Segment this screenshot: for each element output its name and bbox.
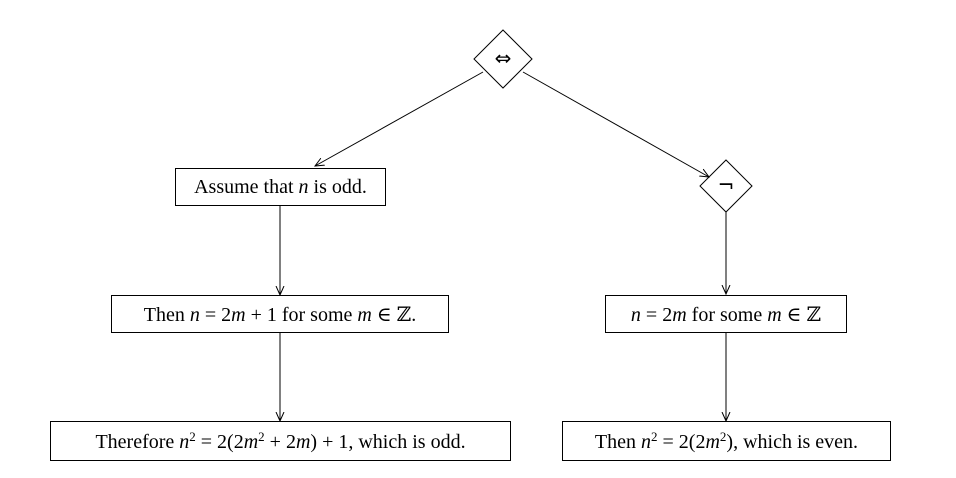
- edge-root-to-negation: [522, 71, 709, 177]
- node-n-equals-2m-text: n = 2m for some m ∈ ℤ: [630, 303, 822, 326]
- node-n-equals-2m: n = 2m for some m ∈ ℤ: [605, 295, 847, 333]
- node-n-squared-odd-text: Therefore n2 = 2(2m2 + 2m) + 1, which is…: [95, 428, 466, 453]
- not-symbol: ¬: [717, 173, 735, 197]
- edge-root-to-left1: [315, 71, 484, 166]
- node-n-equals-2m-plus-1-text: Then n = 2m + 1 for some m ∈ ℤ.: [143, 303, 417, 326]
- node-n-equals-2m-plus-1: Then n = 2m + 1 for some m ∈ ℤ.: [111, 295, 449, 333]
- node-assume-odd: Assume that n is odd.: [175, 168, 386, 206]
- root-diamond: [473, 29, 533, 89]
- node-n-squared-even-text: Then n2 = 2(2m2), which is even.: [594, 428, 859, 453]
- node-n-squared-even: Then n2 = 2(2m2), which is even.: [562, 421, 891, 461]
- node-assume-odd-text: Assume that n is odd.: [194, 175, 367, 198]
- iff-symbol: ⇔: [494, 46, 512, 70]
- node-n-squared-odd: Therefore n2 = 2(2m2 + 2m) + 1, which is…: [50, 421, 511, 461]
